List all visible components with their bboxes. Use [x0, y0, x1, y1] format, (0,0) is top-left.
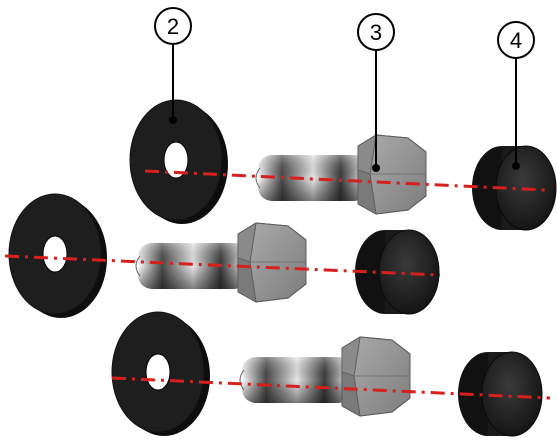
- axis-line-top: [144, 169, 546, 192]
- callout-2: 2: [154, 7, 192, 124]
- washer-bottom: [111, 311, 211, 437]
- callout-3: 3: [357, 13, 395, 172]
- callout-label-4: 4: [510, 28, 522, 53]
- washer-middle: [8, 193, 108, 319]
- callout-label-3: 3: [370, 20, 382, 45]
- top-row-assembly: [129, 99, 557, 231]
- callout-4: 4: [497, 21, 535, 170]
- bottom-row-assembly: [111, 311, 551, 437]
- callout-circle-2: [154, 7, 192, 45]
- hex-bolt-top: [255, 134, 427, 215]
- hex-bolt-bottom: [239, 336, 411, 417]
- callout-circle-4: [497, 21, 535, 59]
- leader-dot-4: [512, 162, 520, 170]
- washer-top: [129, 99, 229, 225]
- callout-circle-3: [357, 13, 395, 51]
- cap-nut-middle: [354, 229, 440, 315]
- leader-dot-2: [169, 116, 177, 124]
- leader-dot-3: [372, 164, 380, 172]
- callout-label-2: 2: [167, 14, 179, 39]
